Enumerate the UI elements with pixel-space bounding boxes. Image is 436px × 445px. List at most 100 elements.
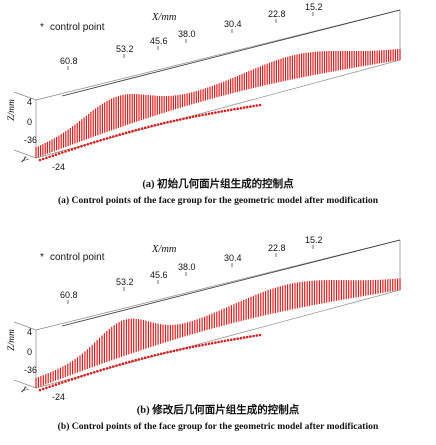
control-point	[73, 147, 77, 150]
control-point	[188, 116, 192, 119]
axis-frame-line	[13, 321, 37, 331]
control-point	[153, 354, 157, 357]
x-tick-label: 15.2	[305, 2, 323, 12]
control-point	[242, 336, 246, 339]
control-point	[112, 135, 115, 138]
control-point	[128, 360, 131, 364]
control-point	[143, 126, 147, 129]
control-point	[163, 121, 166, 125]
control-point	[51, 154, 55, 157]
control-point	[249, 335, 252, 338]
control-point	[233, 107, 236, 111]
control-point	[236, 107, 239, 110]
y-tick-label: -36	[24, 365, 37, 375]
chart-a-plot: *control pointX/mm60.853.245.638.030.422…	[7, 2, 401, 172]
x-axis-line	[61, 9, 401, 97]
control-point	[67, 149, 70, 152]
control-point	[207, 342, 211, 346]
control-point	[223, 109, 227, 113]
control-point	[214, 111, 217, 114]
control-point	[182, 117, 185, 121]
control-point	[99, 369, 102, 372]
control-point	[255, 334, 259, 337]
chart-b-caption-cn: (b) 修改后几何面片组生成的控制点	[136, 405, 300, 416]
control-point	[134, 128, 137, 132]
control-point	[239, 336, 243, 340]
control-point	[54, 383, 58, 386]
control-point	[166, 351, 169, 354]
control-point	[143, 356, 147, 359]
x-tick-label: 22.8	[268, 243, 286, 253]
control-point	[124, 131, 128, 135]
x-tick-label: 38.0	[178, 29, 196, 39]
axis-frame-line	[13, 149, 37, 159]
control-point	[45, 156, 48, 160]
control-point	[77, 146, 80, 149]
x-tick-label: 30.4	[224, 19, 242, 29]
control-point	[233, 337, 236, 341]
control-point	[252, 104, 255, 108]
control-point	[112, 365, 115, 368]
control-point	[121, 132, 125, 135]
control-point	[191, 345, 195, 349]
control-point	[121, 362, 125, 365]
control-point	[236, 337, 239, 340]
z-tick-label: 0	[27, 347, 32, 357]
legend-marker: *	[40, 22, 44, 33]
x-tick-label: 38.0	[178, 262, 196, 272]
control-point	[115, 364, 118, 367]
control-point	[169, 120, 172, 123]
control-point	[147, 355, 150, 359]
control-point	[99, 139, 102, 142]
control-point	[245, 335, 249, 339]
control-point	[64, 380, 67, 383]
control-point	[207, 112, 211, 116]
control-point	[191, 115, 195, 119]
control-point	[131, 359, 134, 363]
control-point	[67, 379, 70, 382]
control-point	[163, 351, 166, 355]
control-point	[102, 138, 106, 141]
control-point	[175, 348, 179, 352]
control-point	[70, 148, 74, 151]
control-point	[57, 152, 61, 155]
z-tick-label: 0	[27, 117, 32, 127]
control-point	[179, 118, 182, 121]
y-tick-label: -24	[52, 162, 65, 172]
control-point	[96, 140, 99, 143]
control-point	[249, 105, 252, 108]
control-point	[220, 110, 223, 113]
control-point	[57, 382, 61, 385]
control-point	[198, 114, 201, 117]
control-point	[258, 333, 262, 337]
control-points	[35, 48, 401, 162]
control-point	[169, 350, 172, 353]
control-point	[134, 358, 137, 362]
control-point	[150, 124, 153, 128]
control-point	[239, 106, 243, 110]
control-point	[77, 376, 80, 379]
control-point	[252, 334, 255, 338]
control-point	[102, 368, 106, 371]
control-point	[153, 124, 157, 127]
control-point	[73, 377, 77, 380]
control-point	[214, 341, 217, 344]
control-point	[38, 158, 42, 162]
axis-frame-line	[35, 9, 401, 101]
control-point	[41, 387, 45, 391]
z-tick-label: 4	[27, 327, 32, 337]
axis-frame-line	[13, 91, 37, 101]
control-point	[159, 352, 163, 356]
axis-frame-line	[13, 379, 37, 389]
legend-marker: *	[40, 252, 44, 263]
control-point	[204, 113, 208, 116]
control-point	[172, 349, 176, 353]
control-point	[204, 343, 208, 346]
control-point	[48, 155, 51, 159]
chart-a-caption-cn: (a) 初始几何面片组生成的控制点	[142, 179, 294, 190]
x-axis-line	[61, 239, 401, 327]
axis-frame-line	[35, 239, 401, 331]
control-point	[258, 103, 262, 107]
control-point	[201, 113, 204, 117]
